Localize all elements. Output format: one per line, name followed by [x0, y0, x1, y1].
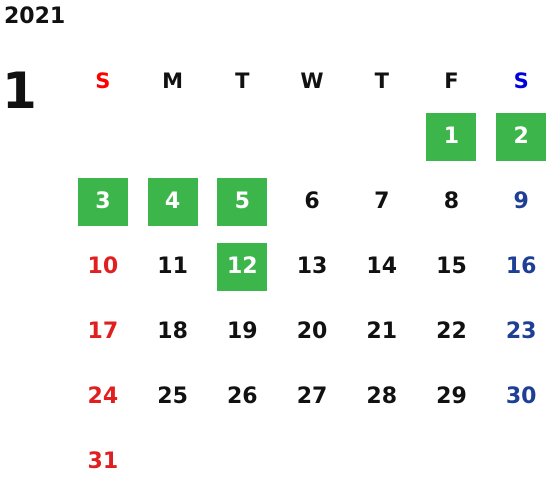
empty-day-cell	[207, 104, 277, 169]
highlighted-day-number: 1	[426, 112, 477, 161]
day-cell[interactable]: 29	[417, 364, 487, 429]
day-cell[interactable]: 31	[68, 429, 138, 494]
highlighted-day-number: 2	[496, 112, 547, 161]
week-row: 24 25 26 27 28 29 30	[68, 364, 548, 429]
empty-day-cell	[417, 429, 487, 494]
highlighted-day-number: 12	[217, 242, 268, 291]
day-cell[interactable]: 26	[207, 364, 277, 429]
day-cell[interactable]: 22	[417, 299, 487, 364]
week-row: 31	[68, 429, 548, 494]
day-cell[interactable]: 21	[347, 299, 417, 364]
weekday-saturday: S	[513, 69, 529, 93]
day-number: 6	[304, 189, 320, 214]
day-number: 11	[157, 254, 188, 279]
day-cell[interactable]: 14	[347, 234, 417, 299]
day-cell[interactable]: 11	[138, 234, 208, 299]
day-cell[interactable]: 6	[277, 169, 347, 234]
day-number: 9	[513, 189, 529, 214]
day-cell[interactable]: 23	[486, 299, 548, 364]
week-row: 17 18 19 20 21 22 23	[68, 299, 548, 364]
day-number: 27	[296, 384, 328, 409]
empty-day-cell	[277, 104, 347, 169]
day-cell[interactable]: 13	[277, 234, 347, 299]
day-cell[interactable]: 8	[417, 169, 487, 234]
weekday-monday: M	[162, 69, 184, 93]
day-number: 16	[505, 254, 537, 279]
weekday-friday: F	[444, 69, 459, 93]
day-number: 28	[366, 384, 398, 409]
day-cell[interactable]: 15	[417, 234, 487, 299]
weekday-tuesday: T	[235, 69, 250, 93]
day-cell[interactable]: 16	[486, 234, 548, 299]
day-number: 13	[296, 254, 328, 279]
empty-day-cell	[68, 104, 138, 169]
day-cell[interactable]: 28	[347, 364, 417, 429]
empty-day-cell	[277, 429, 347, 494]
day-cell[interactable]: 12	[207, 234, 277, 299]
day-number: 19	[226, 319, 258, 344]
day-cell[interactable]: 17	[68, 299, 138, 364]
day-number: 8	[443, 189, 460, 214]
day-number: 23	[505, 319, 537, 344]
week-row: 10 11 12 13 14 15 16	[68, 234, 548, 299]
day-number: 7	[374, 189, 390, 214]
empty-day-cell	[347, 429, 417, 494]
weekday-sunday: S	[95, 69, 111, 93]
weekday-wednesday: W	[300, 69, 324, 93]
day-number: 29	[436, 384, 467, 409]
day-number: 21	[366, 319, 398, 344]
day-number: 24	[87, 384, 119, 409]
empty-day-cell	[486, 429, 548, 494]
day-cell[interactable]: 27	[277, 364, 347, 429]
day-cell[interactable]: 19	[207, 299, 277, 364]
highlighted-day-number: 5	[217, 177, 268, 226]
empty-day-cell	[138, 104, 208, 169]
day-number: 17	[87, 319, 119, 344]
day-number: 25	[157, 384, 188, 409]
day-number: 20	[296, 319, 328, 344]
empty-day-cell	[138, 429, 208, 494]
day-cell[interactable]: 3	[68, 169, 138, 234]
day-number: 26	[226, 384, 258, 409]
day-cell[interactable]: 18	[138, 299, 208, 364]
day-cell[interactable]: 20	[277, 299, 347, 364]
day-number: 14	[366, 254, 398, 279]
day-number: 15	[436, 254, 467, 279]
day-cell[interactable]: 25	[138, 364, 208, 429]
empty-day-cell	[347, 104, 417, 169]
day-cell[interactable]: 9	[486, 169, 548, 234]
day-cell[interactable]: 10	[68, 234, 138, 299]
day-cell[interactable]: 4	[138, 169, 208, 234]
day-number: 10	[87, 254, 119, 279]
day-number: 18	[157, 319, 188, 344]
highlighted-day-number: 4	[147, 177, 198, 226]
day-cell[interactable]: 30	[486, 364, 548, 429]
weekday-header-row: S M T W T F S	[68, 58, 548, 104]
day-number: 30	[505, 384, 537, 409]
day-number: 31	[87, 449, 119, 474]
day-cell[interactable]: 2	[486, 104, 548, 169]
empty-day-cell	[207, 429, 277, 494]
day-number: 22	[436, 319, 467, 344]
weekday-thursday: T	[374, 69, 389, 93]
highlighted-day-number: 3	[77, 177, 128, 226]
day-cell[interactable]: 24	[68, 364, 138, 429]
month-number: 1	[2, 62, 37, 120]
day-cell[interactable]: 7	[347, 169, 417, 234]
day-cell[interactable]: 1	[417, 104, 487, 169]
year-label: 2021	[4, 4, 66, 29]
day-cell[interactable]: 5	[207, 169, 277, 234]
